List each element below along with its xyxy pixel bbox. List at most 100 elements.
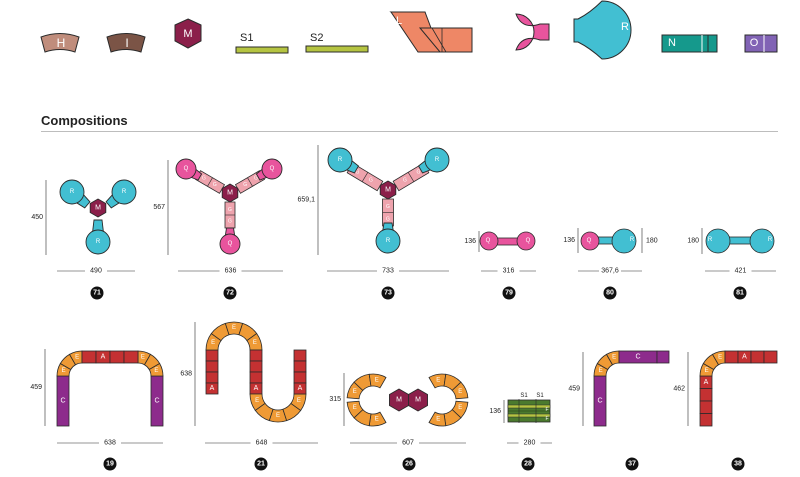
- composition-19-top-3: [123, 350, 139, 364]
- composition-73-arm-bottom-label-a: G: [386, 204, 390, 210]
- composition-number: 72: [226, 290, 234, 297]
- composition-72-hub-label: M: [227, 190, 233, 197]
- composition-21-col-c-3: [293, 382, 307, 395]
- composition-71-hub-label: M: [95, 205, 101, 212]
- composition-71-bulb-bottom: R: [85, 219, 111, 255]
- height-dimension-gap: [32, 382, 44, 393]
- composition-80-r-label: R: [630, 237, 635, 243]
- composition-37-top-end: [656, 350, 670, 364]
- module-s2: [305, 45, 369, 53]
- composition-71-bulb-left-label: R: [70, 189, 75, 195]
- composition-73-bulb-bottom: R: [375, 222, 401, 254]
- height-dimension-value: 638: [180, 371, 192, 378]
- composition-73-bulb-left: R: [327, 147, 360, 174]
- composition-72-arm-right-joint: [247, 177, 253, 187]
- composition-72-bulb-left: Q: [175, 158, 203, 181]
- composition-38-leg-0-label: A: [704, 379, 709, 386]
- composition-72-hub: [221, 183, 239, 203]
- height-dimension-gap: [182, 369, 194, 379]
- composition-number: 71: [93, 290, 101, 297]
- composition-number: 21: [257, 461, 265, 468]
- height-dimension-value: 459: [568, 386, 580, 393]
- composition-26-arc-bl-0-label: E: [375, 417, 379, 423]
- composition-26-hub-right: [408, 388, 428, 412]
- composition-71-bulb-bottom-label: R: [96, 239, 101, 245]
- composition-26-hub-right-label: M: [415, 397, 421, 404]
- composition-73-arm-left-label-b: G: [356, 170, 360, 176]
- composition-19-leg-left-label: C: [60, 398, 65, 405]
- composition-26-arc-br-2-label: E: [436, 417, 440, 423]
- width-dimension-gap: [219, 267, 242, 275]
- module-n: [661, 34, 718, 53]
- composition-28-f-label-a: F: [545, 407, 548, 413]
- height-dimension-value-right: 180: [646, 238, 658, 245]
- width-dimension-gap: [397, 439, 419, 447]
- width-dimension-gap: [250, 439, 273, 447]
- module-s1: [235, 46, 289, 54]
- height-dimension-gap: [466, 236, 478, 247]
- width-dimension-value: 280: [524, 440, 536, 447]
- section-divider: [41, 131, 778, 132]
- composition-72-arm-bottom-label-a: G: [228, 207, 232, 213]
- width-dimension-gap: [377, 267, 399, 275]
- composition-21-col-c-0: [293, 349, 307, 362]
- height-dimension-gap: [33, 212, 45, 223]
- composition-number-badge: [625, 457, 639, 471]
- composition-81-right-label: R: [768, 237, 773, 243]
- width-dimension-value: 733: [382, 268, 394, 275]
- module-s1-label: S1: [240, 32, 253, 44]
- composition-26-arc-tl-2-label: E: [375, 377, 379, 383]
- module-r: [573, 0, 632, 60]
- composition-79-right-label: Q: [526, 238, 531, 244]
- width-dimension-gap: [518, 439, 541, 447]
- composition-28-seat-s2: [507, 413, 551, 418]
- height-dimension-gap: [491, 406, 503, 417]
- height-dimension-value: 136: [464, 238, 476, 245]
- composition-number-badge: [90, 286, 104, 300]
- composition-72-arm-left-joint: [207, 177, 213, 187]
- module-q: [515, 13, 550, 51]
- height-dimension-gap: [565, 235, 577, 246]
- composition-73-bulb-bottom-head: [375, 228, 401, 254]
- composition-21-col-c-1: [293, 360, 307, 373]
- composition-19-top-1-label: A: [101, 354, 106, 361]
- height-dimension-value: 659,1: [297, 197, 315, 204]
- composition-79-left-label: Q: [486, 238, 491, 244]
- width-dimension-value: 638: [104, 440, 116, 447]
- composition-72-arm-left-label-b: G: [202, 176, 206, 182]
- composition-79-neck: [495, 237, 519, 246]
- composition-19-corner-left-0-label: E: [62, 368, 66, 374]
- composition-37-top-label: C: [635, 354, 640, 361]
- composition-26-arc-bl-2: [346, 400, 364, 419]
- composition-73-bulb-left-head: [327, 147, 353, 173]
- composition-19-leg-right-label: C: [154, 398, 159, 405]
- composition-72-bulb-left-label: Q: [184, 166, 189, 172]
- composition-number-badge: [733, 286, 747, 300]
- width-dimension-value: 648: [256, 440, 268, 447]
- composition-26-arc-br-2: [428, 411, 447, 427]
- module-l-arm: [418, 27, 473, 53]
- width-dimension-gap: [497, 267, 520, 275]
- composition-37-corner-2-label: E: [612, 355, 616, 361]
- composition-72-bulb-bottom: Q: [219, 227, 241, 255]
- composition-73-bulb-right-head: [424, 147, 450, 173]
- composition-73-hub: [379, 180, 397, 200]
- composition-80-q-label: Q: [587, 238, 592, 244]
- composition-number-badge: [254, 457, 268, 471]
- height-dimension-value: 450: [31, 214, 43, 221]
- composition-72-arm-bottom-label-b: G: [228, 219, 232, 225]
- composition-21-top-arch-2-label: E: [232, 325, 236, 331]
- composition-28-s1-label-a: S1: [520, 393, 528, 399]
- composition-19-top-0: [81, 350, 97, 364]
- composition-71-hub: [89, 198, 107, 218]
- composition-38-top-2: [750, 350, 765, 364]
- composition-19-corner-right-2: [148, 362, 164, 377]
- composition-81-left-label: R: [708, 237, 713, 243]
- composition-38-leg-2: [699, 400, 713, 414]
- module-s2-label: S2: [310, 32, 323, 44]
